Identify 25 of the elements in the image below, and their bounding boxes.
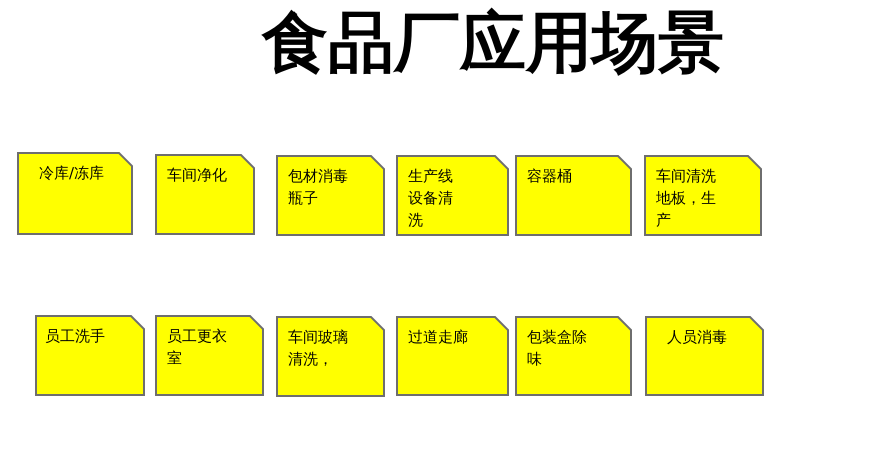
card-label: 车间净化 [167, 165, 228, 186]
card-label: 容器桶 [527, 166, 573, 187]
card-label: 包装盒除味 [527, 327, 588, 370]
card-label: 员工更衣室 [167, 326, 228, 369]
title: 食品厂应用场景 [262, 2, 724, 83]
card-label: 车间清洗地板，生产 [656, 166, 717, 231]
note-card [17, 152, 133, 235]
card-label: 员工洗手 [45, 326, 106, 347]
note-card [515, 155, 632, 236]
card-label: 车间玻璃清洗， [288, 327, 349, 370]
note-card [155, 154, 255, 235]
note-card [644, 155, 762, 236]
card-label: 冷库/冻库 [39, 163, 106, 184]
note-card [35, 315, 145, 396]
card-label: 生产线设备清洗 [408, 166, 454, 231]
note-card [155, 315, 264, 396]
card-label: 包材消毒瓶子 [288, 166, 349, 209]
note-card [396, 316, 509, 396]
note-card [276, 155, 385, 236]
note-card [515, 316, 632, 396]
note-card [645, 316, 764, 396]
note-card [276, 316, 385, 397]
card-label: 过道走廊 [408, 327, 469, 348]
card-label: 人员消毒 [667, 327, 728, 348]
note-card [396, 155, 509, 236]
